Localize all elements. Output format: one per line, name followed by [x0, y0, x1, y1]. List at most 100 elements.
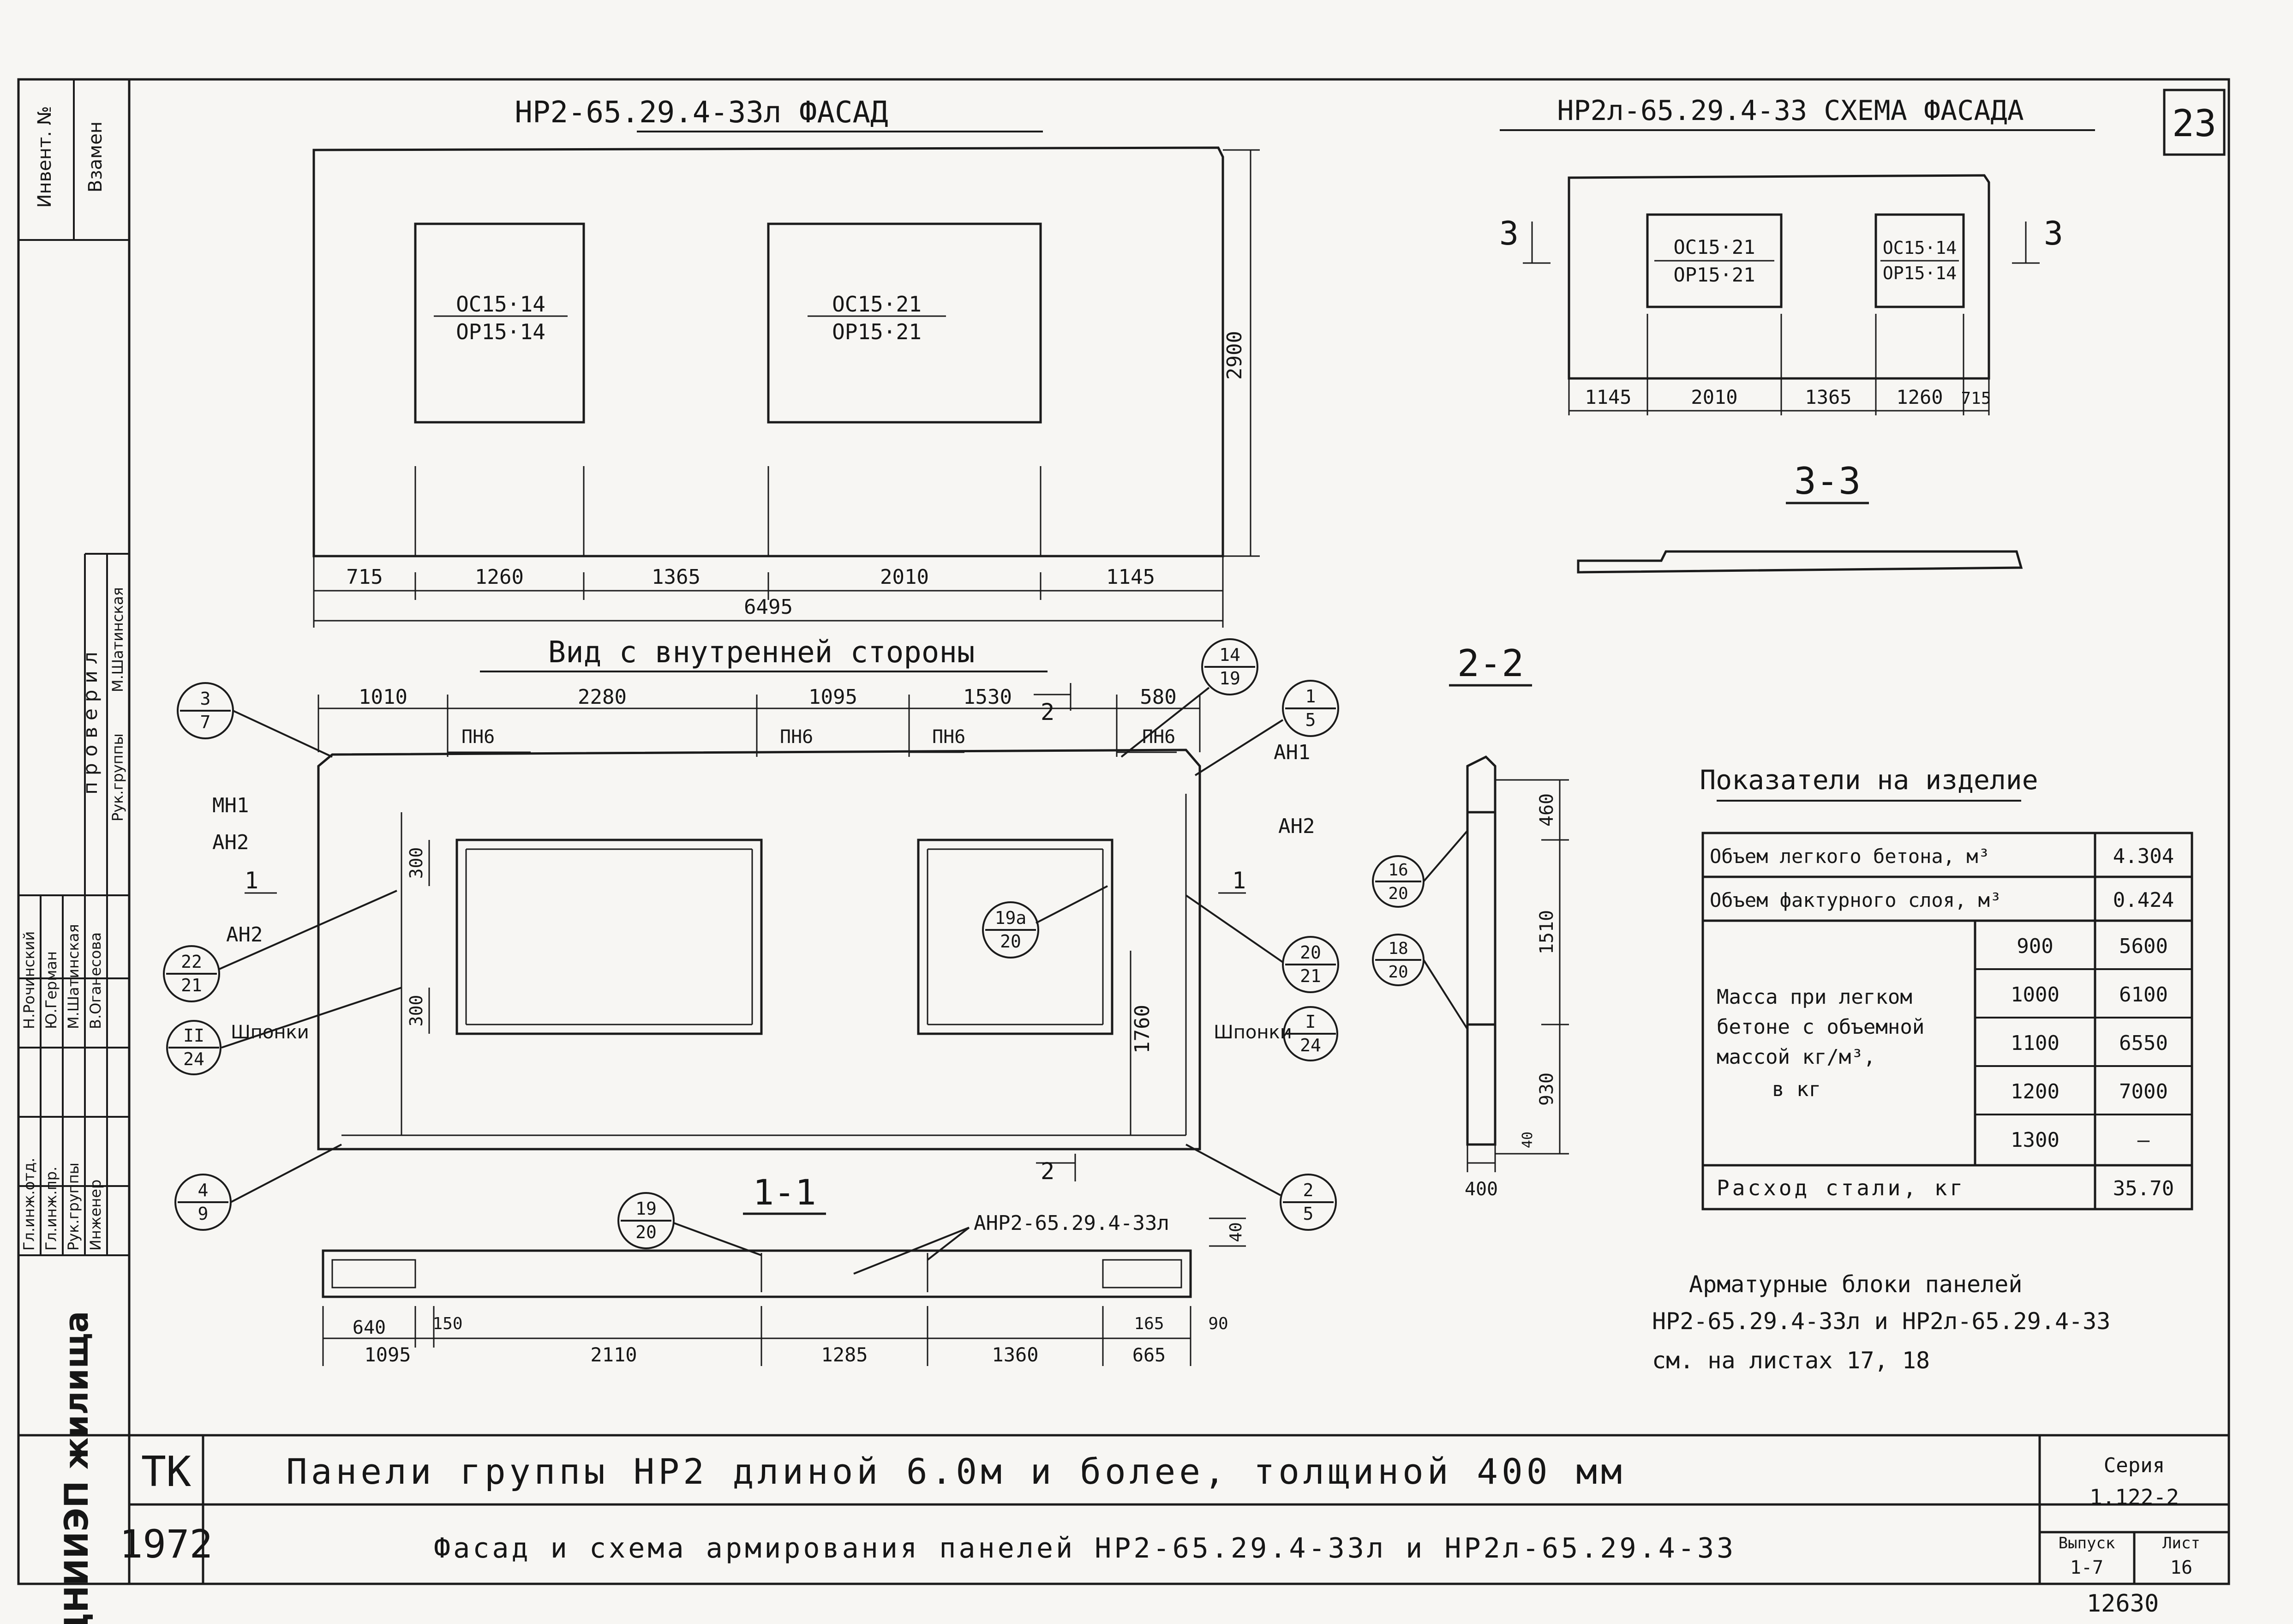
note-line-2: НР2-65.29.4-33л и НР2л-65.29.4-33	[1652, 1308, 2110, 1335]
section22-dim-1510: 1510	[1536, 910, 1557, 954]
row-volume-light-value: 4.304	[2113, 845, 2174, 868]
series-value: 1.122-2	[2089, 1485, 2179, 1510]
section-1-right: 1	[1232, 867, 1246, 894]
section-1-left: 1	[245, 867, 258, 894]
callout-14-19-top: 14	[1219, 645, 1240, 665]
sheet-label: Лист	[2162, 1534, 2200, 1552]
section11-dim-2110: 2110	[590, 1343, 637, 1366]
mass-1000: 6100	[2119, 983, 2168, 1007]
inventory-label: Инвент. №	[34, 106, 55, 208]
density-1000: 1000	[2011, 983, 2060, 1007]
callout-ii-24-top: II	[183, 1025, 204, 1046]
schema-section-mark-left: 3	[1499, 215, 1519, 252]
indicators-table: Показатели на изделие Объем легкого бето…	[1700, 764, 2193, 1211]
dim-1760: 1760	[1131, 1005, 1154, 1054]
row-volume-facing-value: 0.424	[2113, 888, 2174, 912]
callout-3-7-top: 3	[200, 689, 211, 709]
section-3-3: 3-3	[1577, 460, 2023, 574]
note-line-1: Арматурные блоки панелей	[1689, 1271, 2022, 1298]
personnel-name-2: Ю.Герман	[42, 951, 60, 1029]
schema-facade: НР2л-65.29.4-33 СХЕМА ФАСАДА ОС15·21 ОР1…	[1499, 95, 2095, 415]
inner-top-dim-2: 2280	[578, 685, 627, 709]
personnel-role-4: Инженер	[87, 1180, 104, 1251]
section22-callout-a-top: 16	[1388, 861, 1408, 880]
callout-20-21-top: 20	[1300, 942, 1321, 963]
inner-section-mark-2: 2	[1041, 699, 1054, 725]
sheet-value: 16	[2170, 1557, 2192, 1578]
title-line-1: Панели группы НР2 длиной 6.0м и более, т…	[286, 1451, 1626, 1492]
label-an2-c: АН2	[1278, 815, 1315, 838]
schema-section-mark-right: 3	[2044, 215, 2063, 252]
callout-14-19-bottom: 19	[1219, 668, 1240, 689]
indicators-title: Показатели на изделие	[1700, 764, 2038, 796]
pn-label-3: ПН6	[932, 726, 965, 748]
callout-4-9-bottom: 9	[198, 1204, 209, 1224]
personnel-name-5: М.Шатинская	[109, 587, 126, 692]
label-an2-a: АН2	[212, 831, 249, 854]
facade-dim-1: 715	[346, 565, 383, 589]
section11-dim-165: 165	[1134, 1314, 1164, 1333]
facade-dim-3: 1365	[652, 565, 700, 589]
issue-value: 1-7	[2070, 1557, 2103, 1578]
facade-height-dim: 2900	[1223, 331, 1246, 380]
personnel-role-1: Гл.инж.отд.	[20, 1158, 38, 1251]
title-line-2: Фасад и схема армирования панелей НР2-65…	[434, 1532, 1736, 1564]
section11-dim-1360: 1360	[992, 1343, 1038, 1366]
section22-dim-40: 40	[1520, 1132, 1536, 1148]
personnel-name-1: Н.Рочинский	[20, 931, 38, 1029]
check-title: проверил	[79, 645, 102, 794]
issue-label: Выпуск	[2059, 1534, 2115, 1552]
replacement-label: Взамен	[85, 121, 106, 192]
title-block: ТК 1972 Панели группы НР2 длиной 6.0м и …	[120, 1448, 2200, 1578]
section-2-2: 2-2 460 1510 930 40 400	[1372, 642, 1569, 1200]
callout-3-7-bottom: 7	[200, 712, 211, 732]
section11-callout-bottom: 20	[635, 1222, 657, 1242]
callout-4-9-top: 4	[198, 1180, 209, 1200]
section11-callout-top: 19	[635, 1199, 657, 1219]
callout-19a-20-bottom: 20	[1000, 931, 1021, 952]
row-steel-label: Расход стали, кг	[1717, 1175, 1965, 1200]
mass-label-line-3: массой кг/м³,	[1717, 1045, 1875, 1069]
callout-1-5-bottom: 5	[1305, 710, 1316, 730]
label-shponki-right: Шпонки	[1214, 1022, 1292, 1043]
section11-dim-150: 150	[432, 1314, 462, 1333]
facade-dim-4: 2010	[880, 565, 929, 589]
title-year: 1972	[120, 1522, 213, 1567]
mass-label-line-2: бетоне с объемной	[1717, 1015, 1924, 1039]
mass-1300: —	[2137, 1128, 2150, 1152]
pn-label-1: ПН6	[461, 726, 495, 748]
inner-top-dim-3: 1095	[808, 685, 857, 709]
callout-1-5-top: 1	[1305, 686, 1316, 707]
mass-1100: 6550	[2119, 1031, 2168, 1055]
schema-dim-2: 2010	[1691, 386, 1737, 408]
section22-callout-b-top: 18	[1388, 939, 1408, 958]
inner-top-dim-4: 1530	[963, 685, 1012, 709]
mass-1200: 7000	[2119, 1080, 2168, 1103]
facade-title: НР2-65.29.4-33л ФАСАД	[515, 96, 888, 130]
row-steel-value: 35.70	[2113, 1177, 2174, 1200]
section11-dim-90: 90	[1208, 1314, 1228, 1333]
personnel-name-4: В.Оганесова	[87, 932, 104, 1029]
section22-dim-460: 460	[1536, 793, 1557, 827]
personnel-role-3: Рук.группы	[65, 1163, 82, 1251]
mass-label-line-1: Масса при легком	[1717, 985, 1912, 1009]
section11-dim-1285: 1285	[821, 1343, 868, 1366]
section22-dim-930: 930	[1536, 1073, 1557, 1106]
schema-win1-top: ОС15·21	[1673, 236, 1755, 258]
reinforcement-note: Арматурные блоки панелей НР2-65.29.4-33л…	[1652, 1271, 2110, 1374]
left-strip: Инвент. № Взамен проверил Гл.инж.отд. Гл…	[18, 79, 129, 1624]
personnel-role-5: Рук.группы	[109, 733, 126, 821]
schema-dim-1: 1145	[1585, 386, 1631, 408]
section11-title: 1-1	[753, 1172, 816, 1213]
facade-win-right-top: ОС15·21	[832, 292, 922, 317]
schema-win1-bottom: ОР15·21	[1673, 264, 1755, 286]
note-line-3: см. на листах 17, 18	[1652, 1347, 1930, 1374]
section11-dim-665: 665	[1132, 1345, 1166, 1366]
inner-top-dim-5: 580	[1140, 685, 1176, 709]
facade-dim-2: 1260	[475, 565, 524, 589]
inner-view: Вид с внутренней стороны	[163, 635, 1339, 1231]
schema-win2-top: ОС15·14	[1883, 238, 1957, 258]
schema-dim-3: 1365	[1805, 386, 1851, 408]
facade-view: НР2-65.29.4-33л ФАСАД ОС	[312, 96, 1260, 628]
